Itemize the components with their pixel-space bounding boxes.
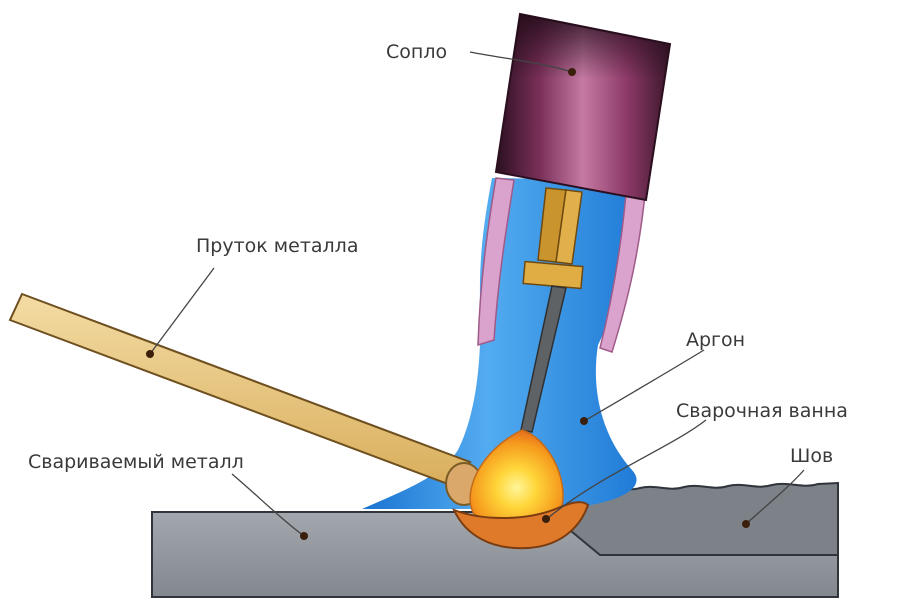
label-base-metal: Свариваемый металл: [28, 451, 244, 473]
label-filler-rod: Пруток металла: [196, 235, 358, 257]
leader-lines: [149, 51, 805, 537]
label-nozzle: Сопло: [386, 41, 447, 63]
label-seam: Шов: [790, 445, 833, 467]
weld-pool: [452, 501, 590, 550]
label-weld-pool: Сварочная ванна: [676, 400, 848, 422]
nozzle-sleeve: [477, 177, 647, 353]
label-argon: Аргон: [686, 329, 745, 351]
electrode: [520, 187, 584, 433]
nozzle: [494, 12, 672, 202]
filler-rod: [8, 292, 483, 506]
leader-dots: [146, 68, 750, 540]
